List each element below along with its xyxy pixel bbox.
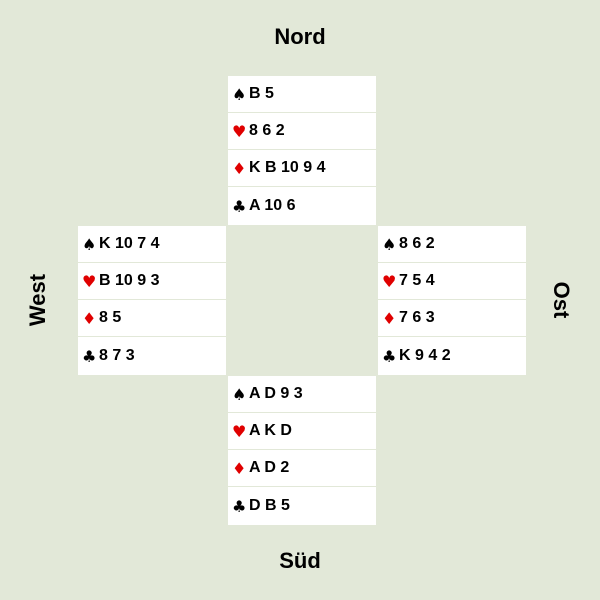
- cards-spades: 8 6 2: [399, 235, 435, 252]
- cards-spades: K 10 7 4: [99, 235, 160, 252]
- heart-icon: ♥: [232, 421, 247, 441]
- suit-row-hearts: ♥ B 10 9 3: [78, 263, 226, 300]
- suit-row-diamonds: ♦ A D 2: [228, 450, 376, 487]
- club-icon: ♣: [382, 346, 397, 366]
- suit-row-clubs: ♣ K 9 4 2: [378, 337, 526, 375]
- cards-hearts: A K D: [249, 422, 292, 439]
- club-icon: ♣: [232, 196, 247, 216]
- cards-hearts: 7 5 4: [399, 272, 435, 289]
- spade-icon: ♠: [82, 234, 97, 254]
- cards-clubs: D B 5: [249, 497, 290, 514]
- heart-icon: ♥: [232, 121, 247, 141]
- seat-label-east: Ost: [549, 281, 574, 319]
- spade-icon: ♠: [232, 384, 247, 404]
- diamond-icon: ♦: [382, 308, 397, 328]
- cards-diamonds: 8 5: [99, 309, 122, 326]
- spade-icon: ♠: [382, 234, 397, 254]
- suit-row-diamonds: ♦ 7 6 3: [378, 300, 526, 337]
- cards-clubs: K 9 4 2: [399, 347, 451, 364]
- cards-spades: A D 9 3: [249, 385, 303, 402]
- cards-diamonds: 7 6 3: [399, 309, 435, 326]
- cards-hearts: 8 6 2: [249, 122, 285, 139]
- cards-clubs: 8 7 3: [99, 347, 135, 364]
- suit-row-spades: ♠ 8 6 2: [378, 226, 526, 263]
- heart-icon: ♥: [382, 271, 397, 291]
- hand-west: ♠ K 10 7 4 ♥ B 10 9 3 ♦ 8 5 ♣ 8 7 3: [78, 226, 226, 376]
- suit-row-clubs: ♣ D B 5: [228, 487, 376, 525]
- suit-row-diamonds: ♦ K B 10 9 4: [228, 150, 376, 187]
- suit-row-hearts: ♥ A K D: [228, 413, 376, 450]
- suit-row-spades: ♠ K 10 7 4: [78, 226, 226, 263]
- suit-row-hearts: ♥ 7 5 4: [378, 263, 526, 300]
- hand-north: ♠ B 5 ♥ 8 6 2 ♦ K B 10 9 4 ♣ A 10 6: [228, 76, 376, 226]
- seat-label-west: West: [25, 273, 50, 327]
- club-icon: ♣: [232, 496, 247, 516]
- diamond-icon: ♦: [232, 458, 247, 478]
- suit-row-clubs: ♣ 8 7 3: [78, 337, 226, 375]
- hand-south: ♠ A D 9 3 ♥ A K D ♦ A D 2 ♣ D B 5: [228, 376, 376, 526]
- suit-row-diamonds: ♦ 8 5: [78, 300, 226, 337]
- spade-icon: ♠: [232, 84, 247, 104]
- heart-icon: ♥: [82, 271, 97, 291]
- cards-hearts: B 10 9 3: [99, 272, 160, 289]
- suit-row-hearts: ♥ 8 6 2: [228, 113, 376, 150]
- cards-diamonds: A D 2: [249, 459, 290, 476]
- diamond-icon: ♦: [82, 308, 97, 328]
- cards-clubs: A 10 6: [249, 197, 296, 214]
- cards-spades: B 5: [249, 85, 274, 102]
- cards-diamonds: K B 10 9 4: [249, 159, 326, 176]
- suit-row-spades: ♠ B 5: [228, 76, 376, 113]
- club-icon: ♣: [82, 346, 97, 366]
- suit-row-spades: ♠ A D 9 3: [228, 376, 376, 413]
- hand-east: ♠ 8 6 2 ♥ 7 5 4 ♦ 7 6 3 ♣ K 9 4 2: [378, 226, 526, 376]
- diamond-icon: ♦: [232, 158, 247, 178]
- suit-row-clubs: ♣ A 10 6: [228, 187, 376, 225]
- seat-label-north: Nord: [274, 24, 326, 49]
- seat-label-south: Süd: [279, 548, 321, 573]
